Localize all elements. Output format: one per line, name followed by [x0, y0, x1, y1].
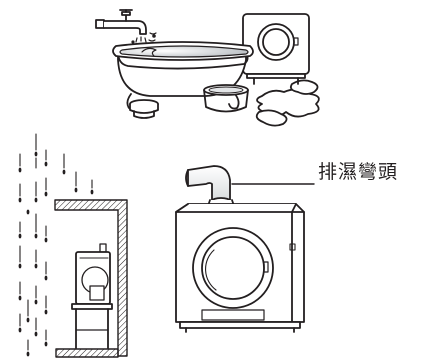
wash-basin [203, 84, 249, 113]
rain-scene [18, 133, 128, 358]
bath-stool [129, 99, 159, 119]
exhaust-elbow-label: 排濕彎頭 [318, 161, 399, 183]
faucet-icon [95, 9, 157, 44]
bathtub [112, 41, 254, 110]
raindrops [18, 151, 94, 357]
water-puddle-icon [255, 79, 320, 127]
dryer-in-bathroom [242, 13, 310, 85]
exhaust-elbow-icon [185, 165, 235, 207]
dryer-on-stand [71, 243, 113, 349]
rain-icon [19, 133, 93, 351]
shelter-wall [54, 199, 128, 358]
dryer-with-exhaust-elbow [175, 165, 305, 333]
bathroom-scene [95, 9, 320, 127]
